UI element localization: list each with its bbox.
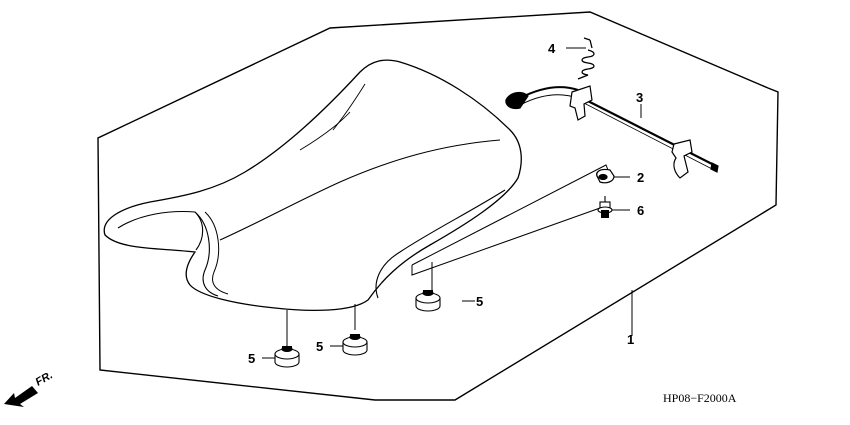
callout-spring: 4 [548,41,556,56]
callout-stopper: 2 [637,170,644,185]
seat-illustration [103,59,522,312]
cushion-front-left [274,345,300,368]
spring-part [577,37,595,80]
bolt-part [597,196,613,218]
callout-seat-assembly: 1 [627,332,634,347]
stopper-part [596,168,615,184]
cushion-rear [415,289,441,312]
callout-cushion-front-left: 5 [248,351,255,366]
lock-rod-part [505,85,719,179]
front-direction-arrow: FR. [4,369,55,407]
assembly-frame [97,11,779,401]
cushion-front-right [342,333,368,356]
diagram-code: HP08−F2000A [663,391,737,405]
callout-cushion-front-right: 5 [316,339,323,354]
callout-bolt: 6 [637,203,644,218]
front-direction-label: FR. [34,369,55,388]
callout-cushion-rear: 5 [476,294,483,309]
callout-lock-rod: 3 [636,90,643,105]
